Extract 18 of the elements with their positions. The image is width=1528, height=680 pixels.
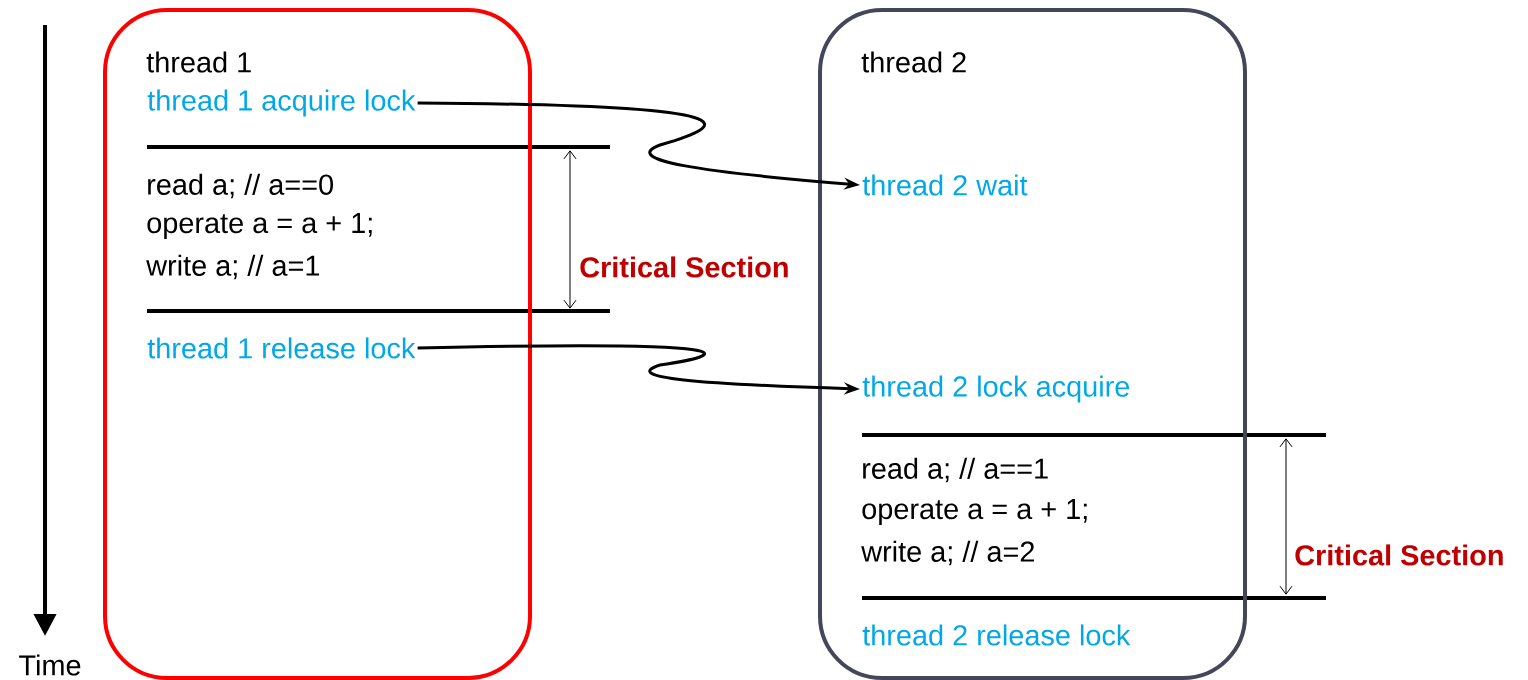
code-line: write a; // a=2 bbox=[861, 540, 1034, 566]
thread-box bbox=[818, 8, 1247, 680]
code-line: operate a = a + 1; bbox=[862, 499, 1087, 525]
lock-step-label: thread 2 wait bbox=[862, 174, 1028, 196]
section-label: Critical Section bbox=[580, 256, 788, 278]
axis-label: Time bbox=[19, 654, 81, 676]
thread-label: thread 2 bbox=[861, 51, 966, 73]
thread-box bbox=[103, 8, 532, 680]
lock-step-label: thread 1 release lock bbox=[147, 337, 416, 359]
lock-step-label: thread 2 release lock bbox=[862, 624, 1131, 646]
code-line: operate a = a + 1; bbox=[147, 213, 372, 239]
thread-label: thread 1 bbox=[146, 51, 251, 73]
code-line: read a; // a==0 bbox=[148, 173, 333, 199]
code-line: write a; // a=1 bbox=[146, 254, 319, 280]
lock-step-label: thread 2 lock acquire bbox=[862, 375, 1130, 403]
lock-step-label: thread 1 acquire lock bbox=[147, 89, 416, 117]
section-label: Critical Section bbox=[1295, 544, 1503, 566]
code-line: read a; // a==1 bbox=[863, 457, 1048, 483]
